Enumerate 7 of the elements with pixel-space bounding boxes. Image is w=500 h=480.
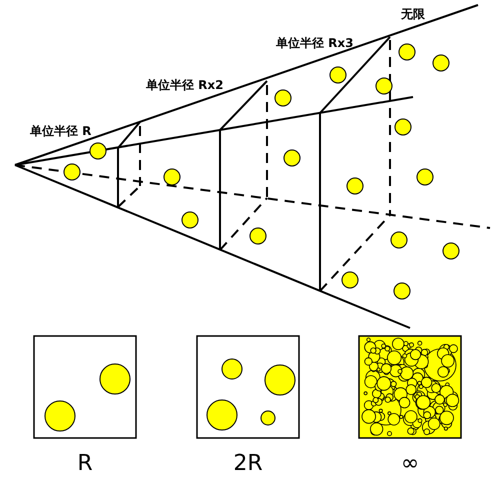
section-label: 单位半径 Rx3 xyxy=(276,36,354,50)
sample-caption: ∞ xyxy=(400,453,420,475)
section-label: 单位半径 R xyxy=(30,124,92,138)
sample-caption: 2R xyxy=(233,453,263,475)
section-label: 无限 xyxy=(401,7,425,21)
sample-caption: R xyxy=(77,453,93,475)
section-label: 单位半径 Rx2 xyxy=(146,78,224,92)
